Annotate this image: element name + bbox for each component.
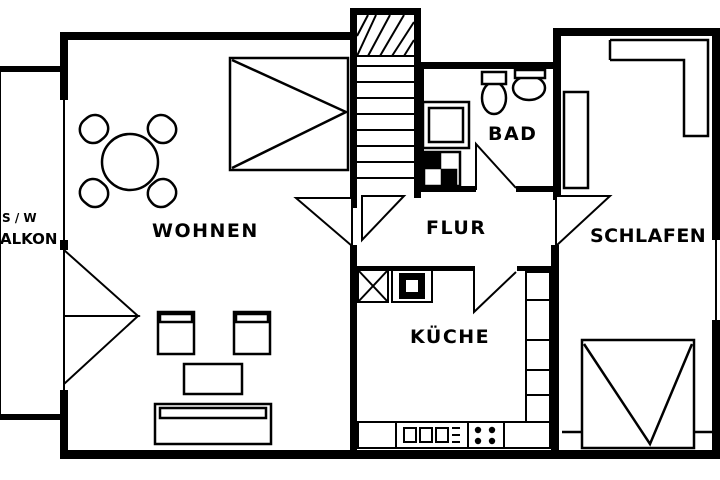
room-label-bad: BAD: [488, 123, 537, 145]
flur-doors: [293, 195, 613, 315]
room-label-wohnen: WOHNEN: [152, 220, 259, 242]
room-label-flur: FLUR: [426, 217, 486, 239]
bathroom-fixtures: [421, 68, 547, 188]
lounge-set: [153, 310, 273, 446]
room-label-kueche: KÜCHE: [410, 324, 490, 348]
stove-icon: [474, 426, 496, 445]
bedroom-fixtures: [562, 38, 712, 450]
room-label-schlafen: SCHLAFEN: [590, 225, 706, 247]
kitchen-fixtures: [357, 269, 551, 449]
dining-set: [78, 113, 178, 209]
inner-walls: [350, 62, 559, 450]
balcony-label-line1: S / W: [2, 211, 37, 225]
sideboard: [228, 56, 350, 172]
balcony-door: [63, 247, 141, 387]
balcony: S / W ALKON: [0, 72, 57, 414]
bath-door: [475, 141, 517, 190]
staircase: [356, 14, 415, 179]
balcony-label-line2: ALKON: [0, 230, 57, 248]
